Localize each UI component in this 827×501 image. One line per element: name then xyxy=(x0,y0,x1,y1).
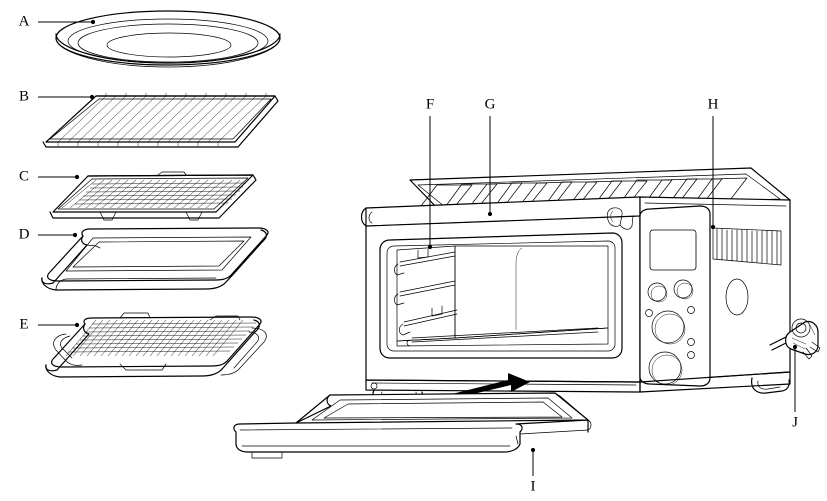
air-fry-basket-handle-frame xyxy=(53,327,267,376)
part-round-pizza-pan xyxy=(55,10,281,68)
part-crumb-tray xyxy=(233,392,592,459)
part-air-fry-basket xyxy=(45,312,267,378)
leader-dot-I xyxy=(530,447,536,453)
part-mesh-broiling-rack xyxy=(49,171,257,221)
leader-dot-C xyxy=(74,174,80,180)
label-B: B xyxy=(19,88,29,104)
wire-rack-wires xyxy=(57,95,267,143)
oven-door-window[interactable] xyxy=(379,232,623,359)
part-wire-rack xyxy=(42,93,279,148)
side-badge xyxy=(725,278,749,316)
door-handle[interactable] xyxy=(606,207,634,230)
leader-dot-F xyxy=(427,244,433,250)
mesh-broiling-rack-mesh xyxy=(61,179,247,209)
interior-rack-guides xyxy=(394,248,458,336)
leader-dot-A xyxy=(90,19,96,25)
oven-interior-cavity xyxy=(394,245,609,347)
oven-control-panel[interactable] xyxy=(639,205,711,387)
label-F: F xyxy=(426,96,434,112)
label-A: A xyxy=(19,13,30,29)
base-screw xyxy=(370,382,378,390)
leader-dot-B xyxy=(89,94,95,100)
indicator-dot-4 xyxy=(687,351,695,359)
part-baking-pan xyxy=(41,227,269,291)
leader-lines xyxy=(38,19,798,476)
temperature-knob xyxy=(648,351,682,385)
indicator-dot-2 xyxy=(687,306,695,314)
wire-rack-edge-ticks xyxy=(57,93,267,146)
label-J: J xyxy=(792,414,798,430)
leader-dot-H xyxy=(710,224,716,230)
function-knob xyxy=(651,310,685,344)
leader-dot-E xyxy=(74,322,80,328)
leader-dot-G xyxy=(487,211,493,217)
label-D: D xyxy=(19,226,30,242)
side-ventilation-grille xyxy=(712,227,782,266)
leader-dot-D xyxy=(72,232,78,238)
leader-dot-J xyxy=(792,344,798,350)
indicator-dot-1 xyxy=(645,309,653,317)
panel-button-2 xyxy=(673,279,693,299)
label-H: H xyxy=(708,96,719,112)
air-fry-basket-mesh xyxy=(65,319,257,357)
label-G: G xyxy=(485,96,496,112)
indicator-dot-3 xyxy=(687,338,695,346)
part-oven-unit xyxy=(360,167,791,407)
label-letters: A B C D E F G H I J xyxy=(19,13,799,494)
lcd-display xyxy=(649,229,697,271)
label-C: C xyxy=(19,168,29,184)
panel-button-1 xyxy=(647,282,667,302)
label-E: E xyxy=(19,316,28,332)
plug-ring xyxy=(791,318,811,338)
label-I: I xyxy=(531,478,536,494)
